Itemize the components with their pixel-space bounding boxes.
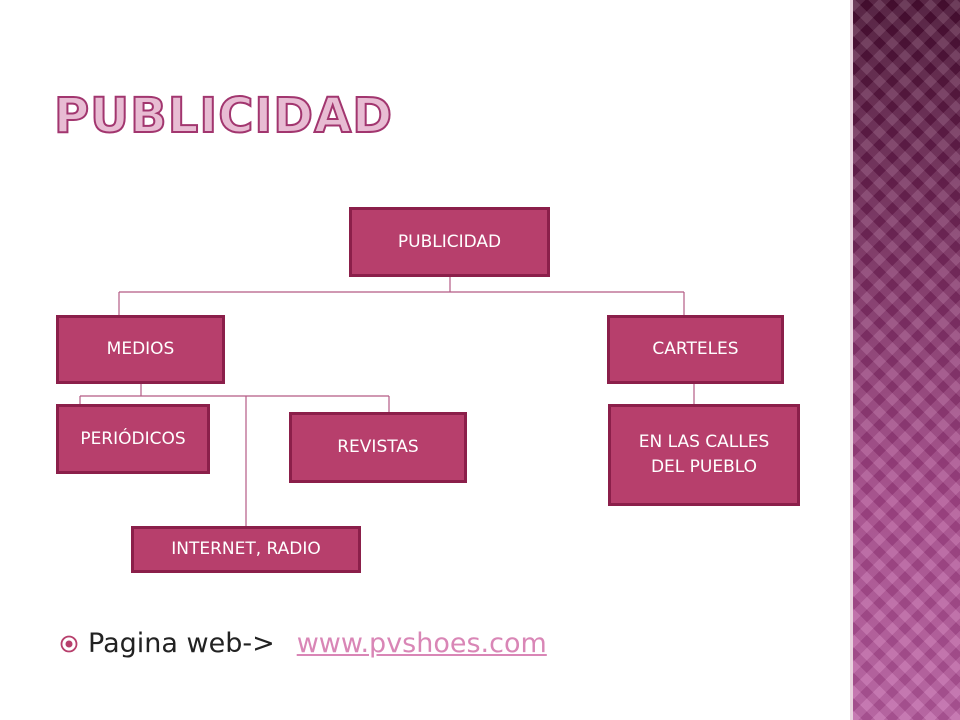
bullet-text: Pagina web-> xyxy=(88,628,275,659)
org-node-revistas: REVISTAS xyxy=(289,412,467,483)
decorative-side-band xyxy=(850,0,960,720)
website-link[interactable]: www.pvshoes.com xyxy=(296,628,547,659)
org-node-internet-radio: INTERNET, RADIO xyxy=(131,526,361,573)
slide-title: PUBLICIDAD xyxy=(53,88,394,144)
org-node-calles-pueblo: EN LAS CALLES DEL PUEBLO xyxy=(608,404,800,506)
side-band-edge xyxy=(850,0,853,720)
org-node-carteles: CARTELES xyxy=(607,315,784,384)
org-node-publicidad: PUBLICIDAD xyxy=(349,207,550,277)
target-bullet-icon xyxy=(60,635,78,652)
org-node-medios: MEDIOS xyxy=(56,315,225,384)
bullet-web-page: Pagina web-> www.pvshoes.com xyxy=(60,628,547,659)
org-node-periodicos: PERIÓDICOS xyxy=(56,404,210,474)
